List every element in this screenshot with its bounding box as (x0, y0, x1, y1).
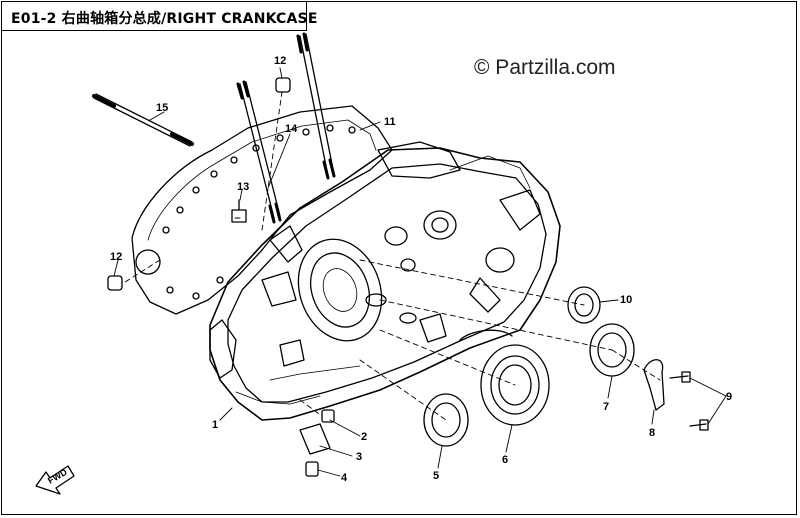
callout-6: 6 (502, 454, 508, 466)
callout-12-left: 12 (110, 251, 122, 263)
callout-4: 4 (341, 472, 348, 484)
callout-3: 3 (356, 451, 362, 463)
fwd-arrow (35, 465, 75, 495)
title-box: E01-2 右曲轴箱分总成/RIGHT CRANKCASE (1, 1, 317, 31)
assembly-lines (121, 91, 661, 421)
diagram-title: E01-2 右曲轴箱分总成/RIGHT CRANKCASE (11, 11, 318, 27)
bearings (423, 286, 709, 447)
watermark: © Partzilla.com (474, 56, 616, 79)
studs (92, 32, 336, 224)
callout-13: 13 (237, 181, 249, 193)
callout-9: 9 (726, 391, 732, 403)
callout-5: 5 (433, 470, 439, 482)
callout-8: 8 (649, 427, 655, 439)
callout-10: 10 (620, 294, 632, 306)
callout-11: 11 (384, 116, 396, 128)
callout-15: 15 (156, 102, 168, 114)
callout-12-top: 12 (274, 55, 286, 67)
dowels (107, 77, 335, 477)
callout-14: 14 (285, 123, 298, 135)
callout-1: 1 (212, 419, 218, 431)
crankcase-body (209, 141, 561, 421)
callout-2: 2 (361, 431, 367, 443)
gasket (131, 105, 393, 315)
leader-lines (113, 67, 727, 477)
callout-7: 7 (603, 401, 609, 413)
